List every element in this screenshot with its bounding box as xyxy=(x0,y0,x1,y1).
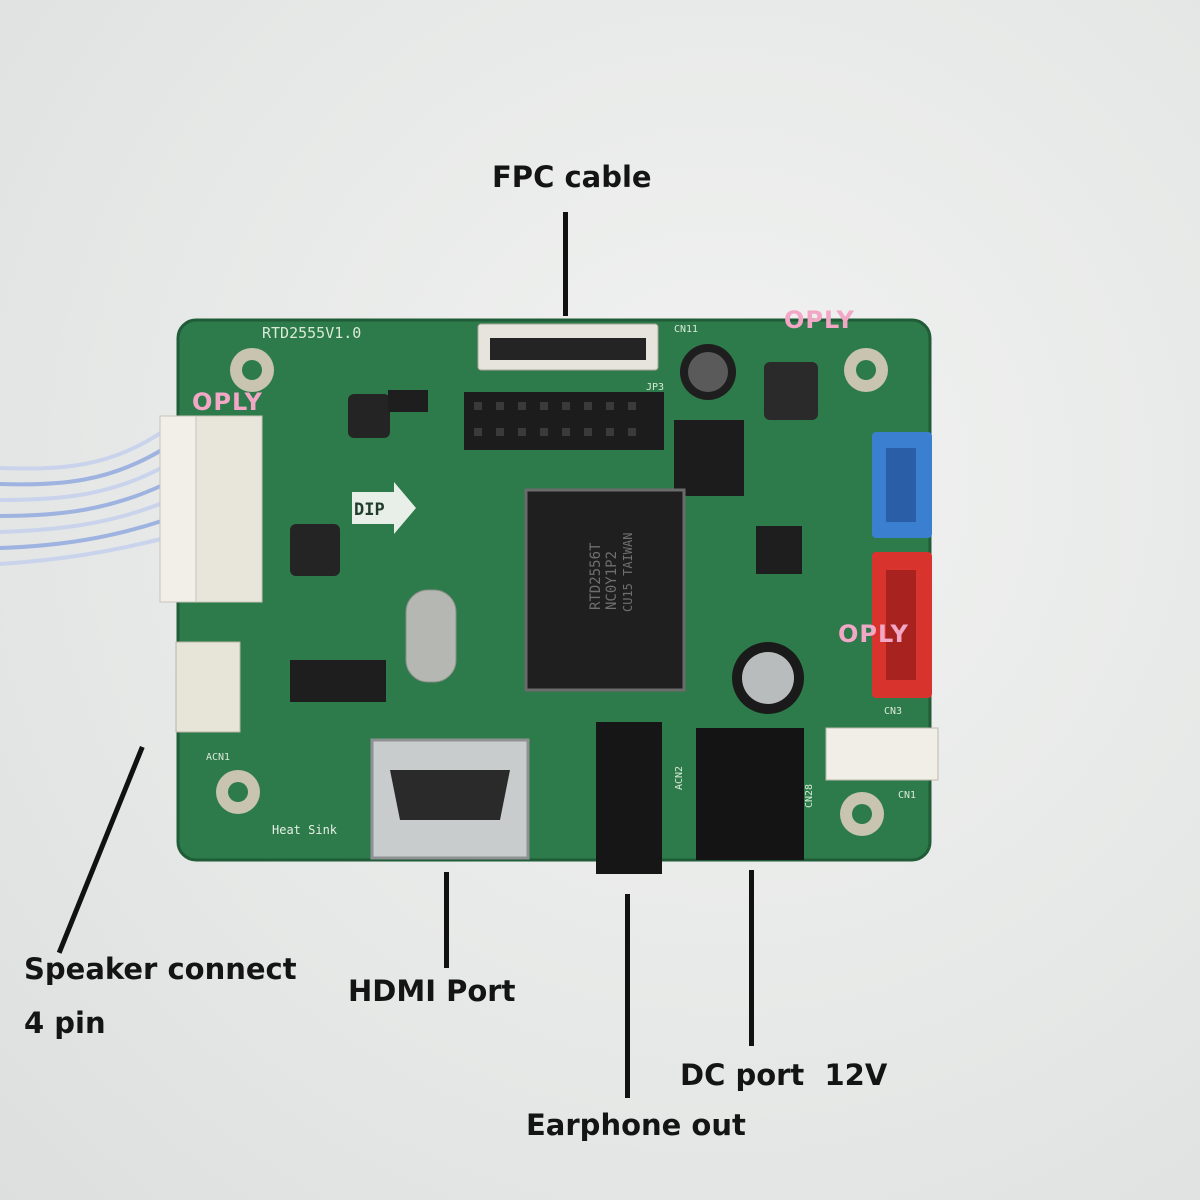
model-label: RTD2555V1.0 xyxy=(262,324,361,342)
dc-callout-line xyxy=(749,870,754,1046)
fpc-cable-label: FPC cable xyxy=(492,160,652,194)
dc-port-label: DC port 12V xyxy=(680,1058,888,1092)
main-chip xyxy=(524,488,686,692)
svg-text:DIP: DIP xyxy=(354,500,385,520)
chip-line-2: NC0Y1P2 xyxy=(604,551,620,610)
speaker-connect-label: Speaker connect xyxy=(24,952,297,986)
jp3-label: JP3 xyxy=(646,382,664,393)
speaker-pin-label: 4 pin xyxy=(24,1006,106,1040)
heat-sink-label: Heat Sink xyxy=(272,823,338,837)
watermark-1: OPLY xyxy=(784,306,855,334)
cn3-label: CN3 xyxy=(884,706,902,717)
cn28-label: CN28 xyxy=(804,784,815,808)
fpc-callout-line xyxy=(563,212,568,316)
small-ic-3 xyxy=(388,390,428,412)
cn11-label: CN11 xyxy=(674,324,698,335)
earphone-out-label: Earphone out xyxy=(526,1108,746,1142)
jumper-block xyxy=(674,420,744,496)
hdmi-port-label: HDMI Port xyxy=(348,974,516,1008)
earphone-jack xyxy=(596,722,662,874)
earphone-callout-line xyxy=(625,894,630,1098)
watermark-3: OPLY xyxy=(838,620,909,648)
small-ic-2 xyxy=(756,526,802,574)
crystal xyxy=(405,589,457,683)
cn1-connector xyxy=(825,727,939,781)
dip-arrow: DIP xyxy=(352,482,416,534)
watermark-2: OPLY xyxy=(192,388,263,416)
hdmi-callout-line xyxy=(444,872,449,968)
small-ic-1 xyxy=(290,660,386,702)
speaker-connector xyxy=(175,641,241,733)
inductors xyxy=(290,394,390,576)
mounting-holes xyxy=(216,348,888,836)
acn2-label: ACN2 xyxy=(674,766,685,790)
chip-line-3: CU15 TAIWAN xyxy=(621,533,635,612)
acn1-label: ACN1 xyxy=(206,752,230,763)
ribbon-wires xyxy=(0,428,167,566)
cn1-label: CN1 xyxy=(898,790,916,801)
dc-jack xyxy=(696,728,804,860)
electrolytic-capacitors xyxy=(680,344,818,714)
pin-header xyxy=(464,392,664,450)
chip-line-1: RTD2556T xyxy=(588,542,604,610)
